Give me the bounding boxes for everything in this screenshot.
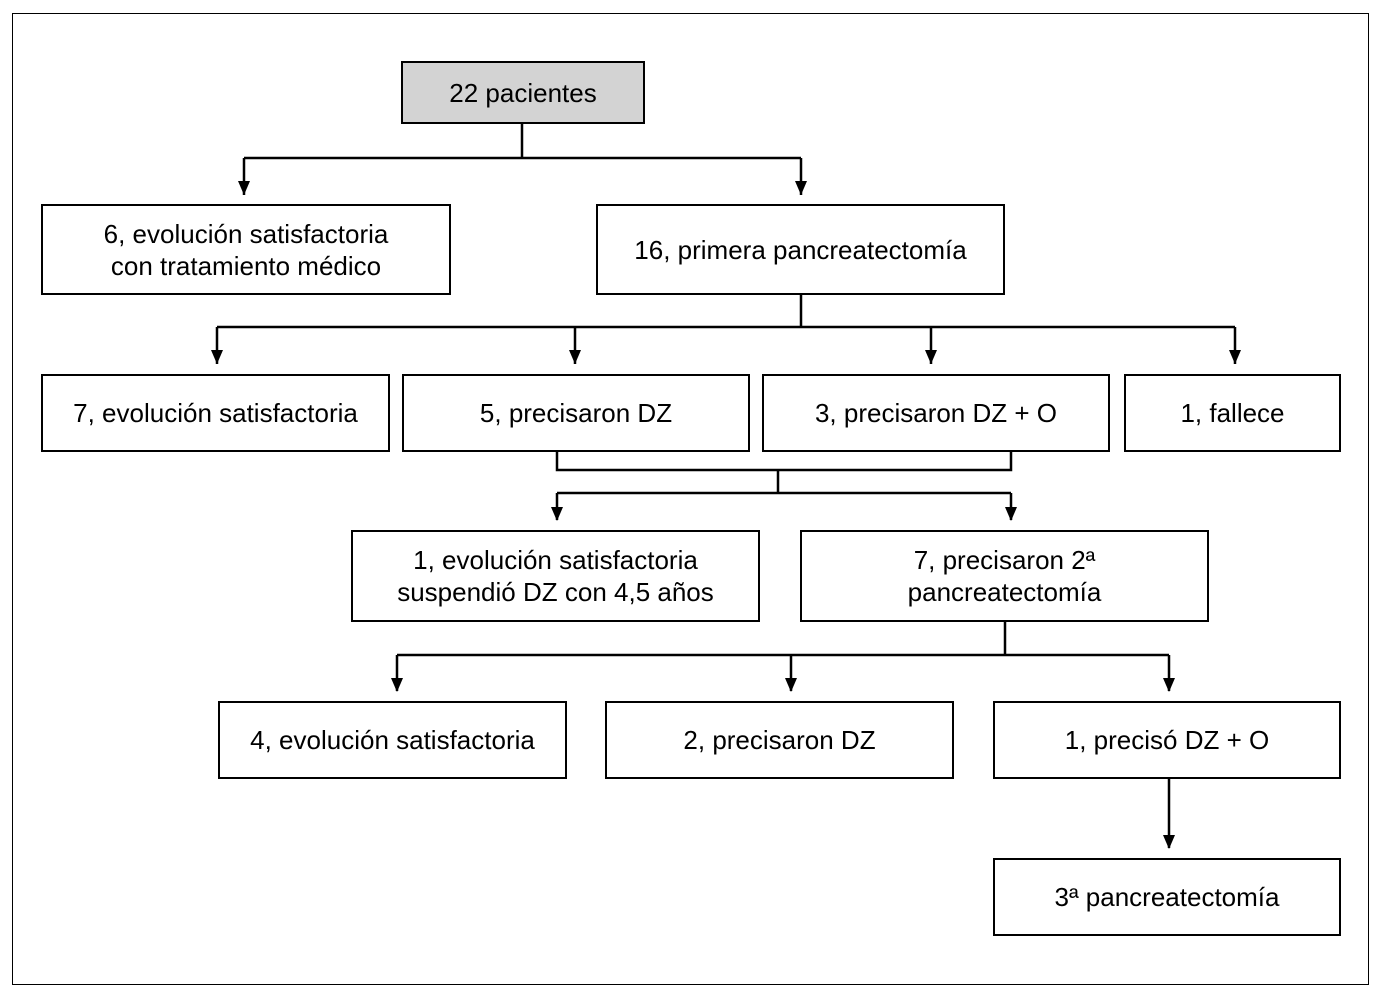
node-dz-2-label: 2, precisaron DZ — [683, 725, 876, 755]
node-died-1-label: 1, fallece — [1180, 398, 1285, 428]
node-first-surgery-label: 16, primera pancreatectomía — [634, 234, 967, 265]
node-dzo-3: 3, precisaron DZ + O — [762, 374, 1110, 452]
node-second-surgery-line2: pancreatectomía — [907, 577, 1102, 607]
diagram-frame — [12, 13, 1369, 985]
node-dzo-1: 1, precisó DZ + O — [993, 701, 1341, 779]
node-sat-4-label: 4, evolución satisfactoria — [250, 725, 535, 755]
node-sat-1: 1, evolución satisfactoria suspendió DZ … — [351, 530, 760, 622]
node-root-label: 22 pacientes — [449, 77, 597, 108]
node-sat-1-line2: suspendió DZ con 4,5 años — [397, 577, 714, 607]
node-dzo-1-label: 1, precisó DZ + O — [1064, 725, 1270, 755]
node-dz-5-label: 5, precisaron DZ — [479, 398, 673, 428]
connector-second-surgery — [395, 621, 1171, 691]
connector-first-surgery — [217, 294, 1235, 329]
connector-merge — [555, 451, 1013, 520]
node-dzo-3-label: 3, precisaron DZ + O — [814, 398, 1058, 428]
connector-root — [244, 124, 801, 160]
node-root: 22 pacientes — [401, 61, 645, 124]
node-second-surgery: 7, precisaron 2ª pancreatectomía — [800, 530, 1209, 622]
node-third-surgery-label: 3ª pancreatectomía — [1054, 882, 1280, 912]
node-second-surgery-line1: 7, precisaron 2ª — [913, 545, 1096, 575]
node-medical: 6, evolución satisfactoria con tratamien… — [41, 204, 451, 295]
node-medical-line1: 6, evolución satisfactoria — [103, 218, 389, 249]
node-sat-7: 7, evolución satisfactoria — [41, 374, 390, 452]
node-sat-1-line1: 1, evolución satisfactoria — [413, 545, 698, 575]
node-medical-line2: con tratamiento médico — [110, 250, 382, 281]
node-first-surgery: 16, primera pancreatectomía — [596, 204, 1005, 295]
node-dz-2: 2, precisaron DZ — [605, 701, 954, 779]
node-third-surgery: 3ª pancreatectomía — [993, 858, 1341, 936]
node-dz-5: 5, precisaron DZ — [402, 374, 750, 452]
node-sat-7-label: 7, evolución satisfactoria — [73, 398, 358, 428]
node-sat-4: 4, evolución satisfactoria — [218, 701, 567, 779]
node-died-1: 1, fallece — [1124, 374, 1341, 452]
